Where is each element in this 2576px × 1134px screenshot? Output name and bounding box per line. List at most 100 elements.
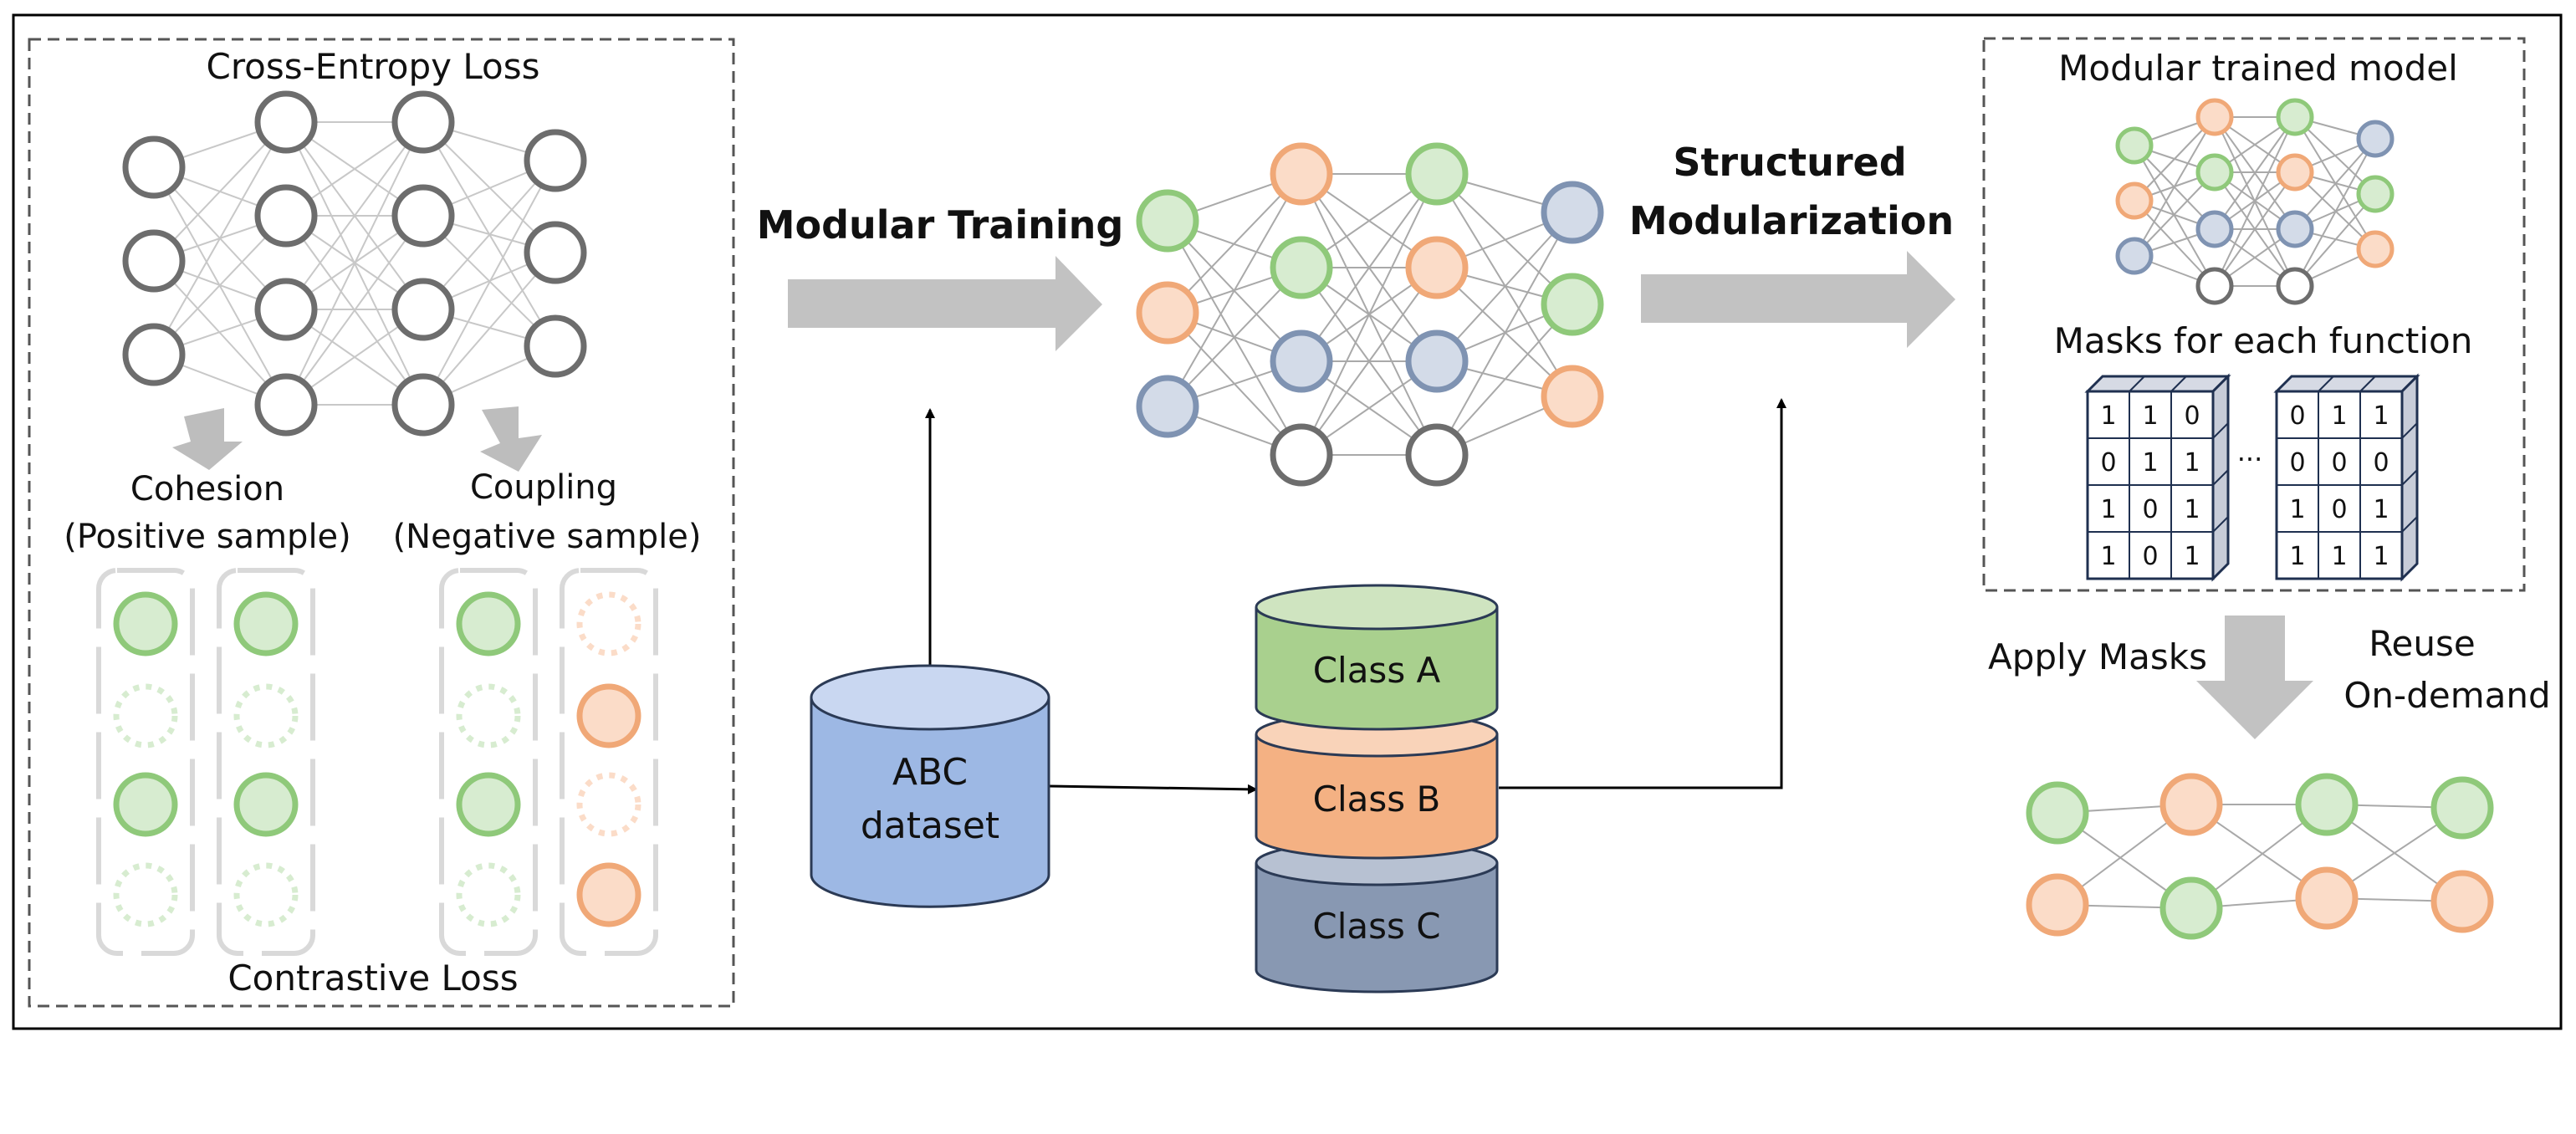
network-node	[1136, 189, 1199, 253]
network-node	[254, 373, 318, 437]
network-edge	[2214, 116, 2296, 287]
coupling-sub-label: (Negative sample)	[393, 518, 702, 556]
network-edge	[285, 215, 424, 406]
class-a-cylinder	[1255, 584, 1499, 731]
center-network	[1136, 142, 1604, 487]
network-node	[524, 129, 587, 192]
mask-cell: 1	[2184, 495, 2200, 524]
network-edge	[2294, 193, 2376, 287]
network-node	[254, 278, 318, 341]
mask-cell: 0	[2184, 401, 2200, 431]
network-node	[2295, 866, 2359, 930]
network-edge	[1167, 173, 1302, 314]
network-node	[1405, 329, 1469, 393]
reused-network	[2026, 773, 2494, 940]
mask-cell: 0	[2331, 495, 2347, 524]
network-edge	[153, 215, 287, 355]
faded-sample-node	[233, 862, 299, 927]
mask-cell: 1	[2331, 401, 2347, 431]
mask-cell: 1	[2289, 542, 2305, 571]
network-edge	[1436, 212, 1573, 456]
network-node	[524, 221, 587, 284]
network-node	[2276, 210, 2314, 248]
sample-node	[576, 862, 641, 927]
network-node	[2115, 126, 2154, 165]
mask-cell: 1	[2331, 542, 2347, 571]
network-node	[1136, 375, 1199, 438]
network-node	[254, 90, 318, 154]
network-node	[1541, 273, 1604, 336]
sample-node	[233, 591, 299, 656]
cohesion-sub-label: (Positive sample)	[64, 518, 351, 556]
network-node	[1405, 142, 1469, 206]
outer-frame	[12, 13, 2563, 1030]
network-edge	[1436, 304, 1573, 456]
class-a-label: Class A	[1313, 650, 1441, 691]
mask-cell: 1	[2100, 542, 2116, 571]
network-edge	[2294, 138, 2376, 287]
mask-cell: 0	[2289, 401, 2305, 431]
modular-trained-network	[2115, 98, 2395, 305]
network-node	[2115, 181, 2154, 220]
sample-node	[456, 591, 521, 656]
network-edge	[422, 252, 556, 406]
network-node	[2356, 120, 2395, 158]
modularization-label: Modularization	[1629, 198, 1954, 243]
network-node	[1405, 236, 1469, 299]
mask-cell: 1	[2142, 448, 2158, 478]
network-node	[2195, 210, 2234, 248]
mask-cell: 0	[2373, 448, 2389, 478]
network-edge	[1436, 212, 1573, 362]
network-edge	[1167, 267, 1302, 407]
network-node	[2356, 175, 2395, 213]
class-b-label: Class B	[1313, 779, 1441, 820]
network-node	[1270, 423, 1333, 487]
mask-cell: 0	[2289, 448, 2305, 478]
modular-training-label: Modular Training	[757, 202, 1124, 248]
coupling-label: Coupling	[470, 468, 617, 507]
mask-cell: 0	[2142, 495, 2158, 524]
network-node	[2276, 98, 2314, 136]
network-node	[391, 184, 455, 248]
network-edge	[1301, 173, 1438, 362]
dataset-label-line1: ABC	[892, 751, 968, 794]
sample-node	[113, 772, 178, 837]
network-node	[2115, 237, 2154, 275]
cohesion-label: Cohesion	[130, 470, 284, 508]
network-node	[2159, 773, 2223, 836]
network-node	[2430, 870, 2494, 933]
network-edge	[2214, 171, 2296, 287]
network-node	[2195, 267, 2234, 305]
network-node	[2026, 873, 2089, 937]
network-node	[1270, 142, 1333, 206]
network-node	[122, 229, 186, 293]
network-edge	[2214, 116, 2296, 230]
right-panel-box	[1982, 37, 2526, 592]
modular-model-label: Modular trained model	[2058, 48, 2458, 89]
cohesion-arrow	[172, 408, 243, 470]
left-network	[122, 90, 587, 437]
on-demand-label: On-demand	[2343, 675, 2550, 716]
cross-entropy-label: Cross-Entropy Loss	[207, 46, 540, 87]
network-edge	[153, 121, 287, 355]
network-node	[2430, 776, 2494, 840]
reuse-label: Reuse	[2369, 623, 2475, 664]
apply-masks-label: Apply Masks	[1988, 636, 2207, 677]
network-node	[1136, 281, 1199, 345]
class-c-label: Class C	[1312, 906, 1440, 947]
network-node	[2195, 98, 2234, 136]
network-edge	[422, 160, 556, 310]
mask-cell: 1	[2373, 542, 2389, 571]
network-node	[1541, 181, 1604, 244]
dataset-label-line2: dataset	[861, 805, 999, 847]
dataset-to-classes-arrow	[1048, 784, 1258, 794]
mask-cell: 1	[2100, 401, 2116, 431]
network-node	[2276, 153, 2314, 192]
network-node	[2295, 773, 2359, 836]
left-panel-box	[28, 38, 735, 1008]
mask-cell: 1	[2184, 448, 2200, 478]
modular-training-arrow	[788, 256, 1102, 351]
mask-cell: 1	[2142, 401, 2158, 431]
